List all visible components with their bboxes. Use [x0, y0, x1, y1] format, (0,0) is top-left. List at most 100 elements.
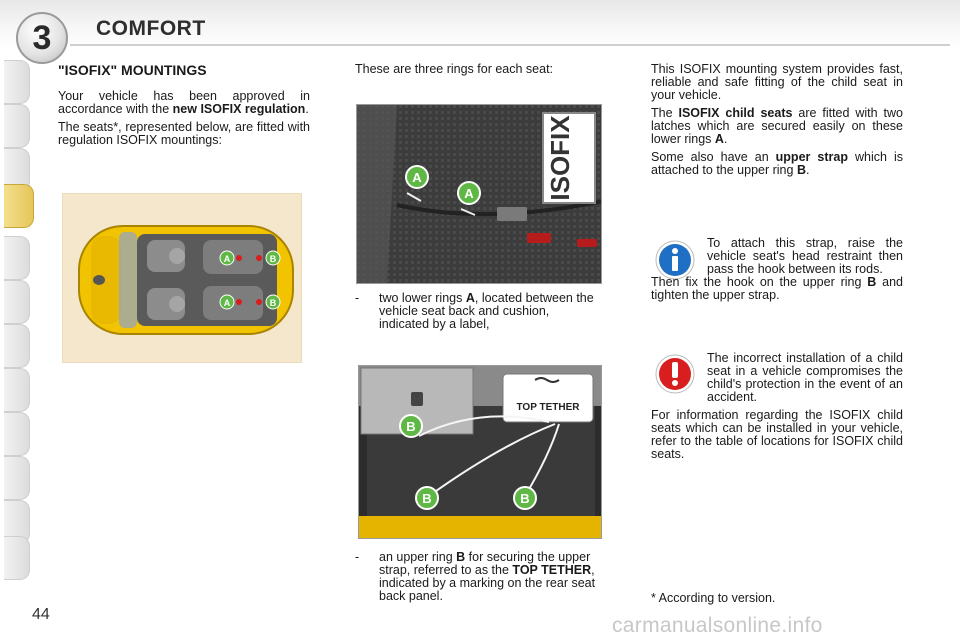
headrest — [169, 296, 185, 312]
front-seat-left — [147, 240, 185, 272]
car-hood — [91, 236, 121, 324]
marker-b-inset-label: B — [406, 419, 415, 434]
system-paragraph: This ISOFIX mounting system provides fas… — [651, 62, 903, 102]
p2-bold2: A — [714, 132, 724, 146]
marker-a-right — [457, 181, 481, 205]
marker-a-2-label: A — [224, 298, 231, 308]
p2-prefix: The — [651, 106, 679, 120]
isofix-label-text: ISOFIX — [545, 115, 575, 201]
approval-bold: new ISOFIX regulation — [172, 102, 306, 116]
chapter-tab[interactable] — [4, 280, 30, 324]
upper-strap-paragraph: Some also have an upper strap which is a… — [651, 151, 903, 177]
ring-marker — [236, 299, 242, 305]
chapter-tab[interactable] — [4, 324, 30, 368]
left-column: "ISOFIX" MOUNTINGS Your vehicle has been… — [58, 62, 310, 152]
chapter-tab-strip — [0, 60, 34, 580]
page-number: 44 — [32, 606, 50, 623]
bullet-dash: - — [355, 291, 360, 305]
tether-symbol — [534, 377, 560, 383]
warning-note-text: The incorrect installation of a child se… — [707, 351, 903, 404]
photo-b-svg: TOP TETHER B B B — [359, 366, 601, 538]
red-buckle — [527, 233, 551, 243]
p3-suffix: . — [805, 163, 810, 177]
chapter-number-badge: 3 — [16, 12, 68, 64]
ring-pointer — [406, 192, 422, 202]
bullet-a-bold: A — [465, 291, 475, 305]
child-seats-paragraph: The ISOFIX child seats are fitted with t… — [651, 107, 903, 146]
marker-a-left — [405, 165, 429, 189]
info-note-indented: To attach this strap, raise the vehicle … — [707, 236, 903, 276]
seats-paragraph: The seats*, represented below, are fitte… — [58, 120, 310, 147]
ring-marker — [236, 255, 242, 261]
pointer-line — [428, 423, 556, 497]
pointer-line — [418, 415, 550, 437]
seat-latch — [497, 207, 527, 221]
bullet-b-bold2: TOP TETHER — [512, 563, 592, 577]
chapter-title: COMFORT — [96, 17, 206, 40]
isofix-label-tag — [542, 112, 596, 204]
bullet-b-suffix: , indicated by a marking on the rear sea… — [379, 563, 596, 603]
bullet-b-prefix: an upper ring — [379, 550, 457, 564]
header-rule — [70, 44, 950, 46]
isofix-lower-rings-photo: ISOFIX A A — [356, 104, 602, 284]
marker-a-left-label: A — [412, 170, 422, 185]
p2-bold: ISOFIX child seats — [678, 106, 793, 120]
photo-a-svg: ISOFIX A A — [357, 105, 601, 283]
marker-a-right-label: A — [464, 186, 474, 201]
marker-b-1 — [265, 250, 281, 266]
chapter-tab[interactable] — [4, 104, 30, 148]
middle-column: These are three rings for each seat: — [355, 63, 605, 81]
chapter-tab[interactable] — [4, 368, 30, 412]
seat-edge — [357, 105, 397, 283]
p2-suffix: . — [723, 132, 728, 146]
warning-note: The incorrect installation of a child se… — [651, 352, 903, 461]
car-emblem — [93, 275, 105, 285]
warning-icon — [655, 354, 695, 394]
header-band — [0, 0, 960, 48]
chapter-tab[interactable] — [4, 60, 30, 104]
marker-a-2 — [219, 294, 235, 310]
marker-b-right-label: B — [520, 491, 529, 506]
reference-note: For information regarding the ISOFIX chi… — [651, 408, 903, 461]
bullet-b-mid: for securing the upper strap, referred t… — [379, 550, 591, 577]
marker-b-left-label: B — [422, 491, 431, 506]
top-tether-photo: TOP TETHER B B B — [358, 365, 602, 539]
marker-b-right — [513, 486, 537, 510]
headrest — [169, 248, 185, 264]
car-top-view-illustration: A B A B — [62, 193, 302, 363]
ring-pointer — [460, 208, 476, 216]
seat-crease — [396, 199, 601, 217]
info-note-bold: B — [867, 275, 877, 289]
chapter-tab-active[interactable] — [4, 184, 34, 228]
marker-b-2 — [265, 294, 281, 310]
footnote: * According to version. — [651, 591, 776, 605]
ring-marker — [256, 255, 262, 261]
marker-b-2-label: B — [270, 298, 277, 308]
bumper — [359, 516, 601, 538]
chapter-tab[interactable] — [4, 456, 30, 500]
bullet-a-prefix: two lower rings — [379, 291, 466, 305]
inset-ring — [411, 392, 423, 406]
p3-bold: upper strap — [775, 150, 848, 164]
rings-intro: These are three rings for each seat: — [355, 62, 554, 76]
chapter-tab[interactable] — [4, 412, 30, 456]
right-column: This ISOFIX mounting system provides fas… — [651, 63, 903, 182]
chapter-tab[interactable] — [4, 236, 30, 280]
top-tether-tag-text: TOP TETHER — [517, 402, 581, 413]
p3-prefix: Some also have an — [651, 150, 776, 164]
red-buckle — [577, 239, 597, 247]
section-title: "ISOFIX" MOUNTINGS — [58, 62, 207, 78]
info-note: To attach this strap, raise the vehicle … — [651, 237, 903, 302]
ring-marker — [256, 299, 262, 305]
approval-text: Your vehicle has been approved in accord… — [58, 89, 310, 116]
chapter-number: 3 — [32, 18, 52, 57]
bullet-lower-rings-text: two lower rings A, located between the v… — [379, 292, 595, 331]
chapter-tab[interactable] — [4, 536, 30, 580]
p3-mid: which is attached to the upper ring — [651, 150, 903, 177]
front-seat-right — [147, 288, 185, 320]
p3-bold2: B — [796, 163, 806, 177]
info-note-rest: Then fix the hook on the upper ring — [651, 275, 868, 289]
bullet-dash: - — [355, 550, 360, 564]
marker-a-1 — [219, 250, 235, 266]
car-top-view-svg: A B A B — [78, 225, 294, 335]
